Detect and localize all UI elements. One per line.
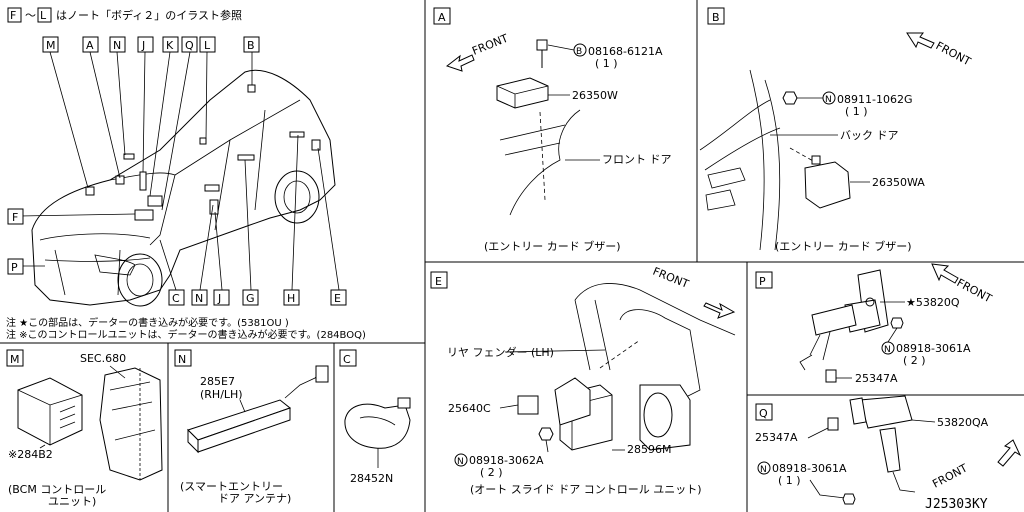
panel-m-caption2: ユニット) (48, 495, 96, 508)
panel-e-part1: 25640C (448, 402, 491, 415)
panel-a-bolt-ref: B (576, 47, 582, 57)
panel-e-nut-ref: N (457, 457, 464, 467)
panel-q-part2: 53820QA (937, 416, 989, 429)
header-note: F ～ L はノート「ボディ２」のイラスト参照 (7, 7, 242, 23)
callout-f: F (12, 211, 18, 224)
panel-b-front: FRONT (934, 39, 974, 68)
panel-q-label: Q (759, 407, 768, 420)
panel-n: N 285E7 (RH/LH) (スマートエントリー ドア アンテナ) (174, 349, 329, 505)
panel-e: E FRONT リヤ フェンダー (LH) 28596M 25640C N 08… (430, 265, 736, 496)
panel-a-part: 26350W (572, 89, 618, 102)
panel-a-label: A (438, 11, 446, 24)
diagram-id: J25303KY (925, 497, 988, 512)
panel-p-part2: 25347A (855, 372, 898, 385)
callout-j: J (141, 39, 145, 52)
panel-e-rear-fender: リヤ フェンダー (LH) (447, 345, 554, 359)
callout-g: G (246, 292, 255, 305)
front-arrow-icon (445, 54, 475, 72)
panel-b-nut-part: 08911-1062G (837, 93, 912, 106)
callout-c: C (172, 292, 180, 305)
panel-p-nut-ref: N (884, 345, 891, 355)
panel-q-front: FRONT (930, 461, 970, 490)
panel-m-caption1: (BCM コントロール (8, 483, 106, 496)
vehicle-callouts-bottom: C N J G H E (168, 289, 347, 306)
note-2: 注 ※このコントロールユニットは、データーの書き込みが必要です。(284BOQ) (6, 328, 366, 341)
panel-m-sec: SEC.680 (80, 352, 126, 365)
header-ref-end: L (40, 9, 47, 22)
panel-q: Q 25347A 53820QA FRONT N 08918-3061A ( 1… (755, 395, 1022, 512)
panel-p-front: FRONT (955, 276, 995, 305)
vehicle-callouts-side: F P (7, 208, 24, 275)
panel-m-part: ※284B2 (8, 448, 53, 461)
panel-a-front: FRONT (470, 32, 510, 58)
panel-e-part2: 28596M (627, 443, 671, 456)
panel-c-part: 28452N (350, 472, 393, 485)
callout-h: H (287, 292, 295, 305)
callout-a: A (86, 39, 94, 52)
panel-q-part1: 25347A (755, 431, 798, 444)
front-arrow-icon (931, 263, 959, 284)
callout-e: E (334, 292, 341, 305)
panel-c: C 28452N (339, 349, 411, 485)
panel-q-nut-qty: ( 1 ) (778, 474, 801, 487)
vehicle-callouts-top: M A N J K Q L B (42, 36, 260, 53)
panel-a-bolt-qty: ( 1 ) (595, 57, 618, 70)
callout-k: K (166, 39, 174, 52)
callout-q: Q (185, 39, 194, 52)
panel-b: B FRONT N 08911-1062G ( 1 ) バック ドア 26350… (699, 7, 974, 253)
panel-n-caption1: (スマートエントリー (180, 480, 283, 493)
panel-p: P FRONT ★53820Q N 08918-3061A ( 2 ) 2534… (755, 263, 995, 385)
callout-b: B (247, 39, 255, 52)
panel-q-nut-ref: N (760, 465, 767, 475)
vehicle-illustration (19, 51, 340, 307)
panel-e-front: FRONT (651, 265, 691, 291)
panel-b-nut-qty: ( 1 ) (845, 105, 868, 118)
panel-e-nut-qty: ( 2 ) (480, 466, 503, 479)
callout-l: L (204, 39, 211, 52)
panel-b-part: 26350WA (872, 176, 925, 189)
header-note-text: はノート「ボディ２」のイラスト参照 (56, 8, 242, 22)
panel-a-caption: (エントリー カード ブザー) (484, 239, 621, 253)
callout-p: P (11, 261, 18, 274)
panel-e-caption: (オート スライド ドア コントロール ユニット) (470, 483, 702, 496)
panel-e-label: E (435, 275, 442, 288)
callout-j2: J (217, 292, 221, 305)
callout-n2: N (195, 292, 203, 305)
panel-p-label: P (759, 275, 766, 288)
panel-b-caption: (エントリー カード ブザー) (775, 239, 912, 253)
panel-p-nut-part: 08918-3061A (896, 342, 971, 355)
front-arrow-icon (906, 32, 935, 49)
panel-a-bolt-part: 08168-6121A (588, 45, 663, 58)
note-1: 注 ★この部品は、データーの書き込みが必要です。(5381OU ) (6, 316, 289, 329)
panel-p-part1: ★53820Q (906, 296, 960, 309)
panel-n-label: N (178, 353, 186, 366)
callout-n: N (113, 39, 121, 52)
panel-n-part: 285E7 (200, 375, 235, 388)
callout-m: M (46, 39, 56, 52)
panel-a: A FRONT B 08168-6121A ( 1 ) 26350W フロント … (433, 7, 672, 253)
panel-m: M SEC.680 ※284B2 (BCM コントロール ユニット) (6, 349, 163, 508)
panel-b-label: B (712, 11, 720, 24)
panel-p-nut-qty: ( 2 ) (903, 354, 926, 367)
panel-a-front-door: フロント ドア (602, 153, 672, 166)
panel-c-label: C (343, 353, 351, 366)
panel-n-caption2: ドア アンテナ) (218, 492, 291, 505)
panel-b-nut-ref: N (825, 95, 832, 105)
panel-q-nut-part: 08918-3061A (772, 462, 847, 475)
header-tilde: ～ (25, 9, 36, 22)
front-arrow-icon (703, 302, 736, 319)
panel-b-back-door: バック ドア (840, 129, 899, 142)
header-ref-start: F (10, 9, 16, 22)
panel-e-nut-part: 08918-3062A (469, 454, 544, 467)
front-arrow-icon (997, 439, 1022, 467)
panel-n-part-side: (RH/LH) (200, 388, 243, 401)
panel-m-label: M (10, 353, 20, 366)
